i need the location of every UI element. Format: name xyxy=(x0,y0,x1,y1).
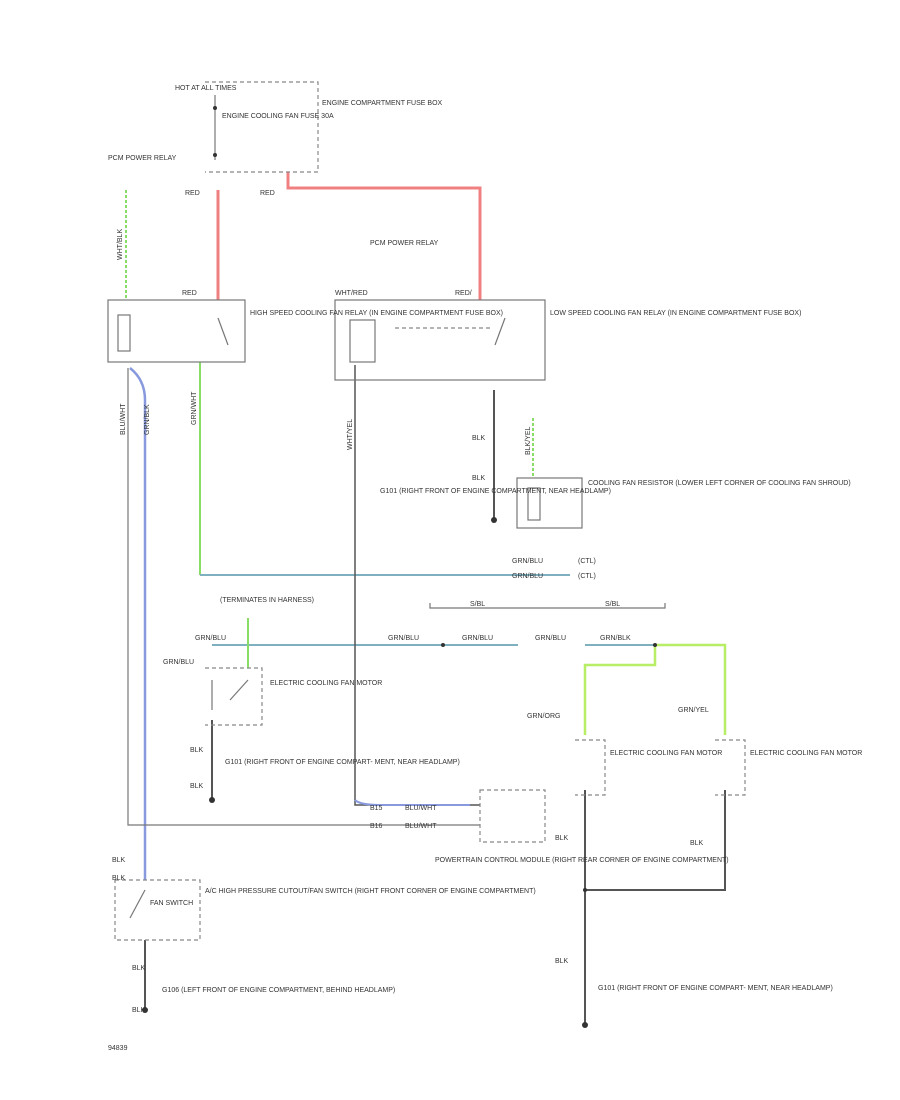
g101-left-label: G101 (RIGHT FRONT OF ENGINE COMPART- MEN… xyxy=(225,759,460,766)
resistor-box xyxy=(516,477,583,529)
hot-at-all-times-label: HOT AT ALL TIMES xyxy=(175,85,237,92)
wire-grn-org xyxy=(583,645,657,735)
grn-org-label: GRN/ORG xyxy=(527,713,560,720)
grn-blu-label-2: GRN/BLU xyxy=(512,573,543,580)
grn-blu-label-7: GRN/BLU xyxy=(535,635,566,642)
red-label-2: RED xyxy=(260,190,275,197)
blk-label-9: BLK xyxy=(132,965,146,972)
blk-label-4: BLK xyxy=(190,783,204,790)
ac-switch-label: A/C HIGH PRESSURE CUTOUT/FAN SWITCH (RIG… xyxy=(205,888,536,895)
blk-label-1: BLK xyxy=(472,435,486,442)
grn-yel-label: GRN/YEL xyxy=(678,707,709,714)
figure-id-label: 94839 xyxy=(108,1045,128,1052)
elec-fan-1-label: ELECTRIC COOLING FAN MOTOR xyxy=(270,680,382,687)
blk-label-8: BLK xyxy=(112,875,126,882)
ground-g101-right xyxy=(491,517,497,523)
fuse-label: ENGINE COOLING FAN FUSE 30A xyxy=(222,113,334,120)
fan-motor-1-outline xyxy=(205,667,263,726)
grn-blu-label-4: GRN/BLU xyxy=(163,659,194,666)
ac-switch-outline xyxy=(114,879,201,941)
splice-1 xyxy=(441,643,445,647)
grn-blk-label: GRN/BLK xyxy=(600,635,631,642)
fuse-terminal-top xyxy=(213,106,217,110)
ctl-label-2: (CTL) xyxy=(578,573,596,580)
splice-2 xyxy=(653,643,657,647)
pin-b15-label: B15 xyxy=(370,805,383,812)
labels: HOT AT ALL TIMES ENGINE COOLING FAN FUSE… xyxy=(108,85,862,1052)
ac-switch-blade xyxy=(129,889,146,919)
blk-yel-vertical-label: BLK/YEL xyxy=(525,426,532,455)
components xyxy=(107,81,746,941)
wht-blk-vertical-label: WHT/BLK xyxy=(117,229,124,260)
blk-label-6: BLK xyxy=(690,840,704,847)
red-label-3: RED xyxy=(182,290,197,297)
low-relay-coil xyxy=(349,319,376,363)
wire-red-low-relay xyxy=(286,172,482,300)
g101-bottom-label: G101 (RIGHT FRONT OF ENGINE COMPART- MEN… xyxy=(598,985,833,992)
blk-label-5: BLK xyxy=(555,835,569,842)
high-relay-switch xyxy=(217,317,229,346)
high-speed-relay-box xyxy=(107,299,246,363)
low-relay-label: LOW SPEED COOLING FAN RELAY (IN ENGINE C… xyxy=(550,310,801,317)
elec-fan-2-label: ELECTRIC COOLING FAN MOTOR xyxy=(610,750,722,757)
splice-3 xyxy=(583,888,587,892)
ground-g101-left xyxy=(209,797,215,803)
ctl-label-1: (CTL) xyxy=(578,558,596,565)
ground-g101-bottom xyxy=(582,1022,588,1028)
wire-blu-wht-switch xyxy=(129,367,147,880)
blk-label-2: BLK xyxy=(472,475,486,482)
pin-b16-label: B16 xyxy=(370,823,383,830)
harness-bracket xyxy=(429,603,666,609)
s-left-label: S/BL xyxy=(470,601,485,608)
pcm-power-relay-label-2: PCM POWER RELAY xyxy=(370,240,439,247)
g106-label: G106 (LEFT FRONT OF ENGINE COMPARTMENT, … xyxy=(162,987,395,994)
blk-label-7: BLK xyxy=(112,857,126,864)
g101-right-label: G101 (RIGHT FRONT OF ENGINE COMPARTMENT,… xyxy=(380,488,611,495)
high-relay-label: HIGH SPEED COOLING FAN RELAY (IN ENGINE … xyxy=(250,310,503,317)
fan-motor-3-outline xyxy=(715,739,746,796)
fuse-box-label: ENGINE COMPARTMENT FUSE BOX xyxy=(322,100,443,107)
pcm-box xyxy=(479,789,546,843)
wires xyxy=(125,172,727,880)
s-right-label: S/BL xyxy=(605,601,620,608)
wire-grn-yel xyxy=(655,643,727,735)
resistor-element xyxy=(527,487,541,521)
grn-blu-label-1: GRN/BLU xyxy=(512,558,543,565)
grn-blu-label-3: GRN/BLU xyxy=(195,635,226,642)
wire-blk-fan2 xyxy=(584,790,726,891)
wire-blu-wht-pcm xyxy=(354,365,480,806)
low-speed-relay-box xyxy=(334,299,546,381)
eyelets-label: (TERMINATES IN HARNESS) xyxy=(220,597,314,604)
ground-wires xyxy=(142,390,726,1028)
low-relay-switch xyxy=(494,317,506,346)
high-relay-coil xyxy=(117,314,131,352)
pcm-label: POWERTRAIN CONTROL MODULE (RIGHT REAR CO… xyxy=(435,857,729,864)
resistor-label: COOLING FAN RESISTOR (LOWER LEFT CORNER … xyxy=(588,480,851,487)
grn-wht-vertical-label: GRN/WHT xyxy=(191,391,198,425)
ground-g106 xyxy=(142,1007,148,1013)
red-label-1: RED xyxy=(185,190,200,197)
fuse-terminal-bottom xyxy=(213,153,217,157)
fan-motor-1-switch xyxy=(211,679,249,710)
fan-motor-2-outline xyxy=(575,739,606,796)
wire-blu-wht-pcm-color xyxy=(354,799,470,806)
blu-wht-label-2: BLU/WHT xyxy=(405,805,437,812)
blk-label-3: BLK xyxy=(190,747,204,754)
wire-pcm-return xyxy=(127,368,480,826)
elec-fan-3-label: ELECTRIC COOLING FAN MOTOR xyxy=(750,750,862,757)
wht-red-label: WHT/RED xyxy=(335,290,368,297)
blk-label-11: BLK xyxy=(555,958,569,965)
fuse-box-outline xyxy=(205,81,319,173)
blu-wht-vertical-label: BLU/WHT xyxy=(120,403,127,435)
blk-label-10: BLK xyxy=(132,1007,146,1014)
grn-blk-vertical-label: GRN/BLK xyxy=(144,404,151,435)
blu-wht-label-3: BLU/WHT xyxy=(405,823,437,830)
grn-blu-label-5: GRN/BLU xyxy=(388,635,419,642)
grn-blu-label-6: GRN/BLU xyxy=(462,635,493,642)
pcm-power-relay-label-1: PCM POWER RELAY xyxy=(108,155,177,162)
red-label-4: RED/ xyxy=(455,290,472,297)
fan-switch-label: FAN SWITCH xyxy=(150,900,193,907)
wht-yel-vertical-label: WHT/YEL xyxy=(347,419,354,450)
